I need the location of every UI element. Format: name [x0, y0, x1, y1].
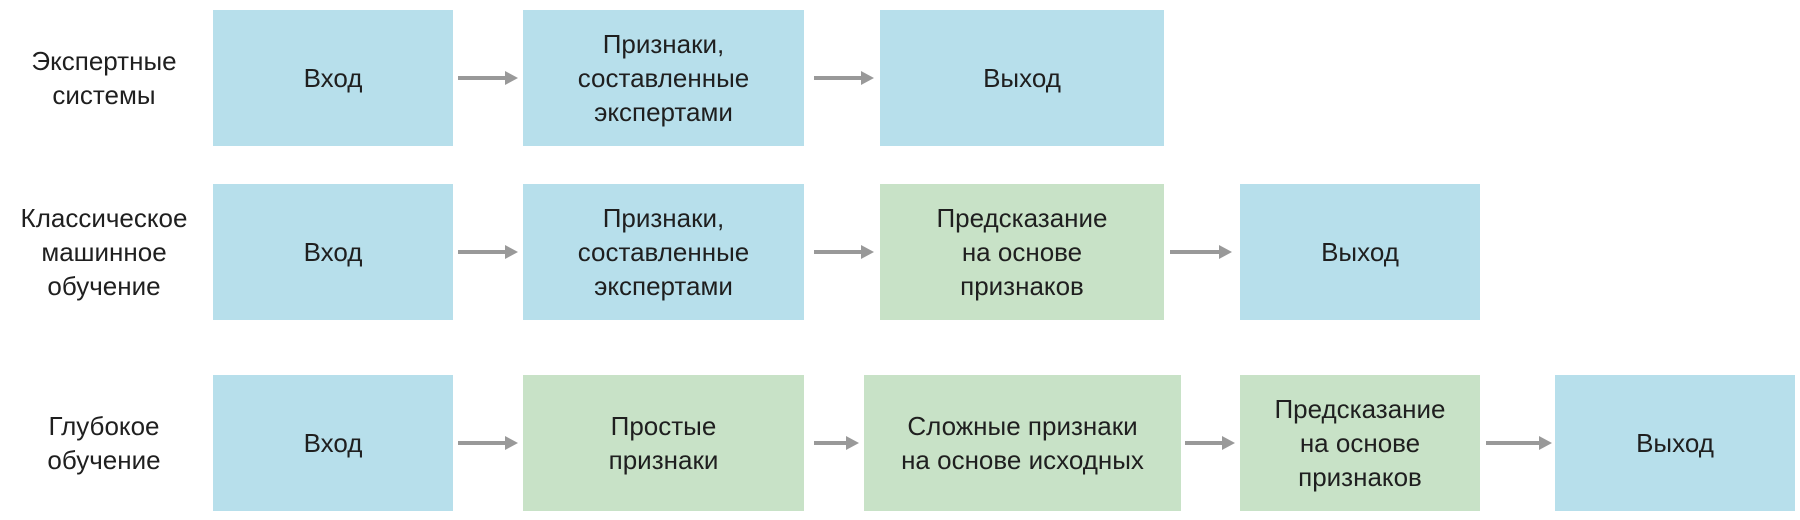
- arrow-right-icon: [1170, 245, 1232, 259]
- arrow-right-icon: [1185, 436, 1235, 450]
- box-input: Вход: [213, 184, 453, 320]
- box-simple-features: Простые признаки: [523, 375, 804, 511]
- arrow-right-icon: [814, 436, 859, 450]
- row-label-expert-systems: Экспертные системы: [31, 46, 177, 110]
- row-label-deep-learning: Глубокое обучение: [47, 411, 161, 475]
- arrow-right-icon: [814, 245, 874, 259]
- box-feature-prediction: Предсказание на основе признаков: [880, 184, 1164, 320]
- box-output: Выход: [880, 10, 1164, 146]
- arrow-right-icon: [1486, 436, 1552, 450]
- box-output: Выход: [1240, 184, 1480, 320]
- arrow-right-icon: [814, 71, 874, 85]
- box-feature-prediction: Предсказание на основе признаков: [1240, 375, 1480, 511]
- box-input: Вход: [213, 10, 453, 146]
- box-input: Вход: [213, 375, 453, 511]
- row-label-classic-ml: Классическое машинное обучение: [20, 203, 188, 301]
- arrow-right-icon: [458, 436, 518, 450]
- box-expert-features: Признаки, составленные экспертами: [523, 10, 804, 146]
- box-output: Выход: [1555, 375, 1795, 511]
- box-complex-features: Сложные признаки на основе исходных: [864, 375, 1181, 511]
- arrow-right-icon: [458, 245, 518, 259]
- box-expert-features: Признаки, составленные экспертами: [523, 184, 804, 320]
- arrow-right-icon: [458, 71, 518, 85]
